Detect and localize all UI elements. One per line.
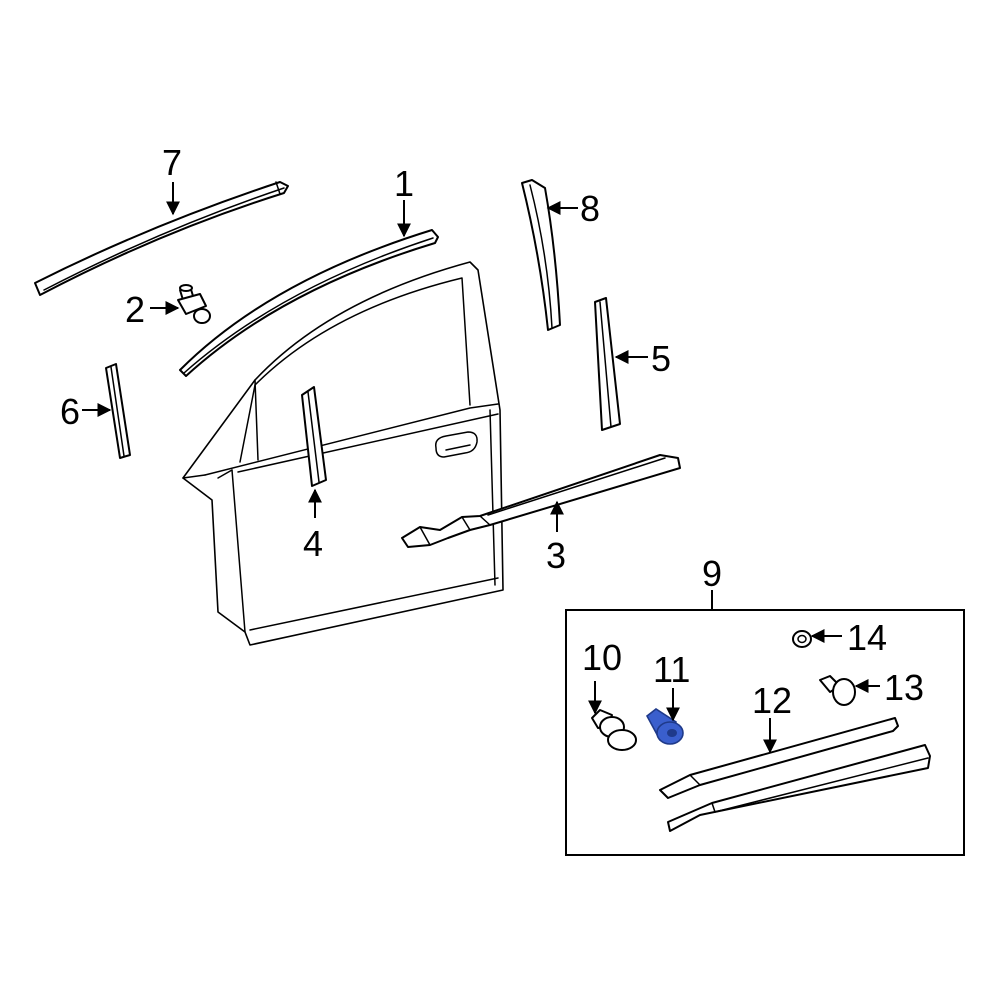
- callout-labels: 7 1 2 6 4 8 5 3 9 10 11 12 13 14: [60, 142, 924, 721]
- part-2-clip[interactable]: [177, 284, 211, 324]
- part-9-kit-box: [565, 609, 965, 856]
- leader-arrows: [82, 182, 880, 754]
- part-6-front-pillar-garnish[interactable]: [105, 363, 131, 459]
- callout-4: 4: [303, 523, 323, 564]
- callout-7: 7: [162, 142, 182, 183]
- part-11-clip-highlighted[interactable]: [645, 708, 684, 745]
- callout-9: 9: [702, 553, 722, 594]
- part-4-pillar-molding[interactable]: [301, 386, 327, 487]
- part-10-grommet-clip[interactable]: [591, 709, 637, 751]
- callout-3: 3: [546, 535, 566, 576]
- part-13-push-clip[interactable]: [819, 675, 856, 706]
- part-7-roof-molding[interactable]: [34, 181, 289, 296]
- part-12-side-moldings[interactable]: [659, 717, 931, 832]
- part-5-rear-pillar-garnish[interactable]: [594, 297, 621, 431]
- callout-11: 11: [653, 649, 690, 690]
- callout-14: 14: [847, 617, 887, 658]
- callout-1: 1: [394, 163, 414, 204]
- callout-12: 12: [752, 680, 792, 721]
- callout-6: 6: [60, 391, 80, 432]
- callout-13: 13: [884, 667, 924, 708]
- part-8-rear-pillar-upper[interactable]: [521, 179, 561, 331]
- part-3-belt-molding[interactable]: [401, 454, 681, 548]
- callout-10: 10: [582, 637, 622, 678]
- callout-2: 2: [125, 289, 145, 330]
- callout-8: 8: [580, 188, 600, 229]
- front-door-shell[interactable]: [182, 261, 504, 646]
- callout-5: 5: [651, 338, 671, 379]
- part-14-washer[interactable]: [792, 630, 812, 648]
- part-1-upper-frame-molding[interactable]: [179, 229, 439, 377]
